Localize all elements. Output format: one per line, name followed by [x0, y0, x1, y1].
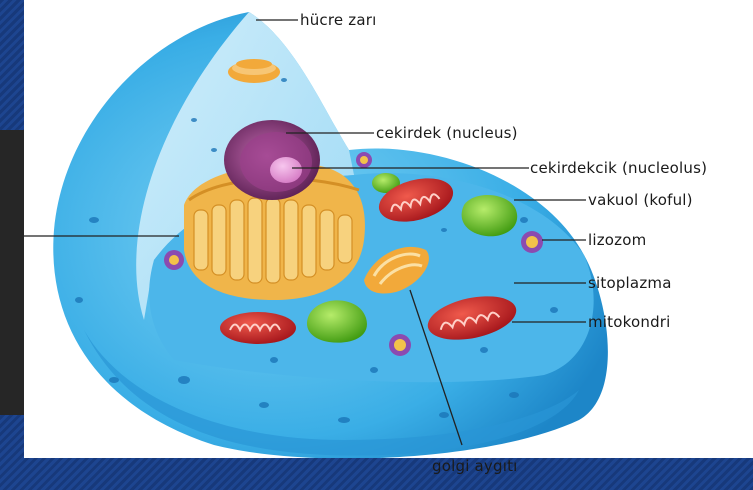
label-mitochondria: mitokondri: [588, 313, 671, 331]
label-cytoplasm: sitoplazma: [588, 274, 672, 292]
label-nucleus: cekirdek (nucleus): [376, 124, 518, 142]
label-cell-membrane: hücre zarı: [300, 11, 377, 29]
label-lysosome: lizozom: [588, 231, 646, 249]
cell-diagram: [24, 0, 753, 458]
label-golgi: golgi aygıtı: [432, 457, 518, 475]
label-nucleolus: cekirdekcik (nucleolus): [530, 159, 707, 177]
lysosome-2: [164, 250, 184, 270]
nucleus: [224, 120, 320, 200]
label-vacuole: vakuol (koful): [588, 191, 693, 209]
lysosome-3: [389, 334, 411, 356]
side-panel: [0, 130, 24, 415]
lysosome-1: [521, 231, 543, 253]
lysosome-4: [356, 152, 372, 168]
mitochondrion-2: [220, 312, 296, 344]
vacuole-1: [462, 195, 518, 236]
